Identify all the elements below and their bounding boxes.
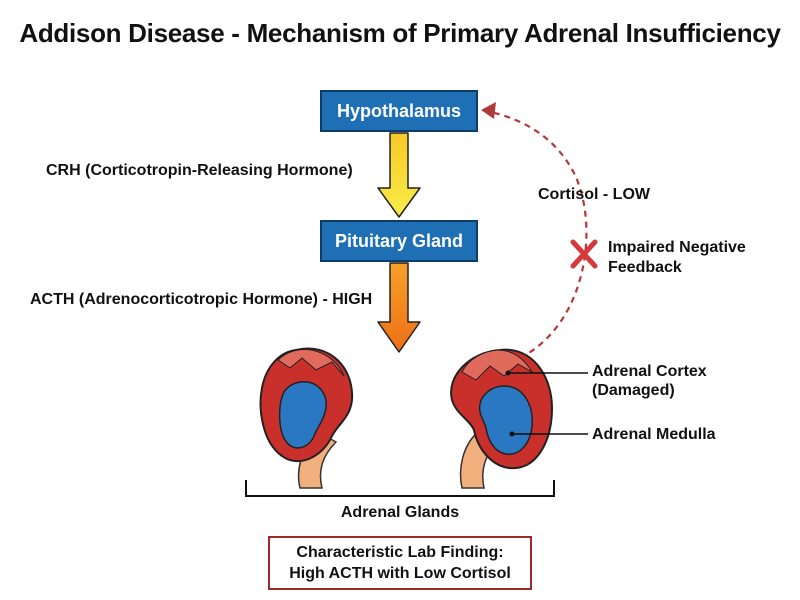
negative-feedback-arrow	[485, 109, 588, 359]
adrenal-glands-bracket	[245, 480, 555, 497]
feedback-arrowhead	[481, 102, 496, 119]
adrenal-cortex-line1: Adrenal Cortex	[592, 363, 707, 380]
impaired-x-icon	[570, 239, 598, 269]
diagram-title: Addison Disease - Mechanism of Primary A…	[19, 18, 781, 48]
impaired-feedback-label: Impaired Negative Feedback	[608, 238, 788, 278]
cortisol-label: Cortisol - LOW	[538, 186, 650, 203]
impaired-feedback-line1: Impaired Negative	[608, 239, 746, 256]
impaired-feedback-line2: Feedback	[608, 259, 682, 276]
acth-label: ACTH (Adrenocorticotropic Hormone) - HIG…	[30, 291, 373, 308]
right-medulla	[478, 385, 533, 455]
left-adrenal-gland	[259, 347, 354, 489]
crh-arrow	[377, 132, 421, 218]
adrenal-cortex-label: Adrenal Cortex (Damaged)	[592, 362, 782, 400]
pituitary-gland-node: Pituitary Gland	[320, 220, 478, 262]
hypothalamus-node: Hypothalamus	[320, 90, 478, 132]
lab-finding-line2: High ACTH with Low Cortisol	[289, 565, 511, 582]
left-medulla	[278, 381, 327, 449]
adrenal-glands-label: Adrenal Glands	[340, 504, 460, 521]
acth-arrow	[377, 262, 421, 353]
adrenal-cortex-line2: (Damaged)	[592, 382, 675, 399]
right-adrenal-gland	[450, 348, 554, 489]
adrenal-medulla-label: Adrenal Medulla	[592, 426, 716, 443]
crh-label: CRH (Corticotropin-Releasing Hormone)	[46, 162, 353, 179]
lab-finding-box: Characteristic Lab Finding: High ACTH wi…	[268, 536, 532, 590]
left-cortex-damage	[277, 349, 345, 377]
right-cortex-damage	[461, 349, 534, 381]
lab-finding-line1: Characteristic Lab Finding:	[296, 544, 504, 561]
